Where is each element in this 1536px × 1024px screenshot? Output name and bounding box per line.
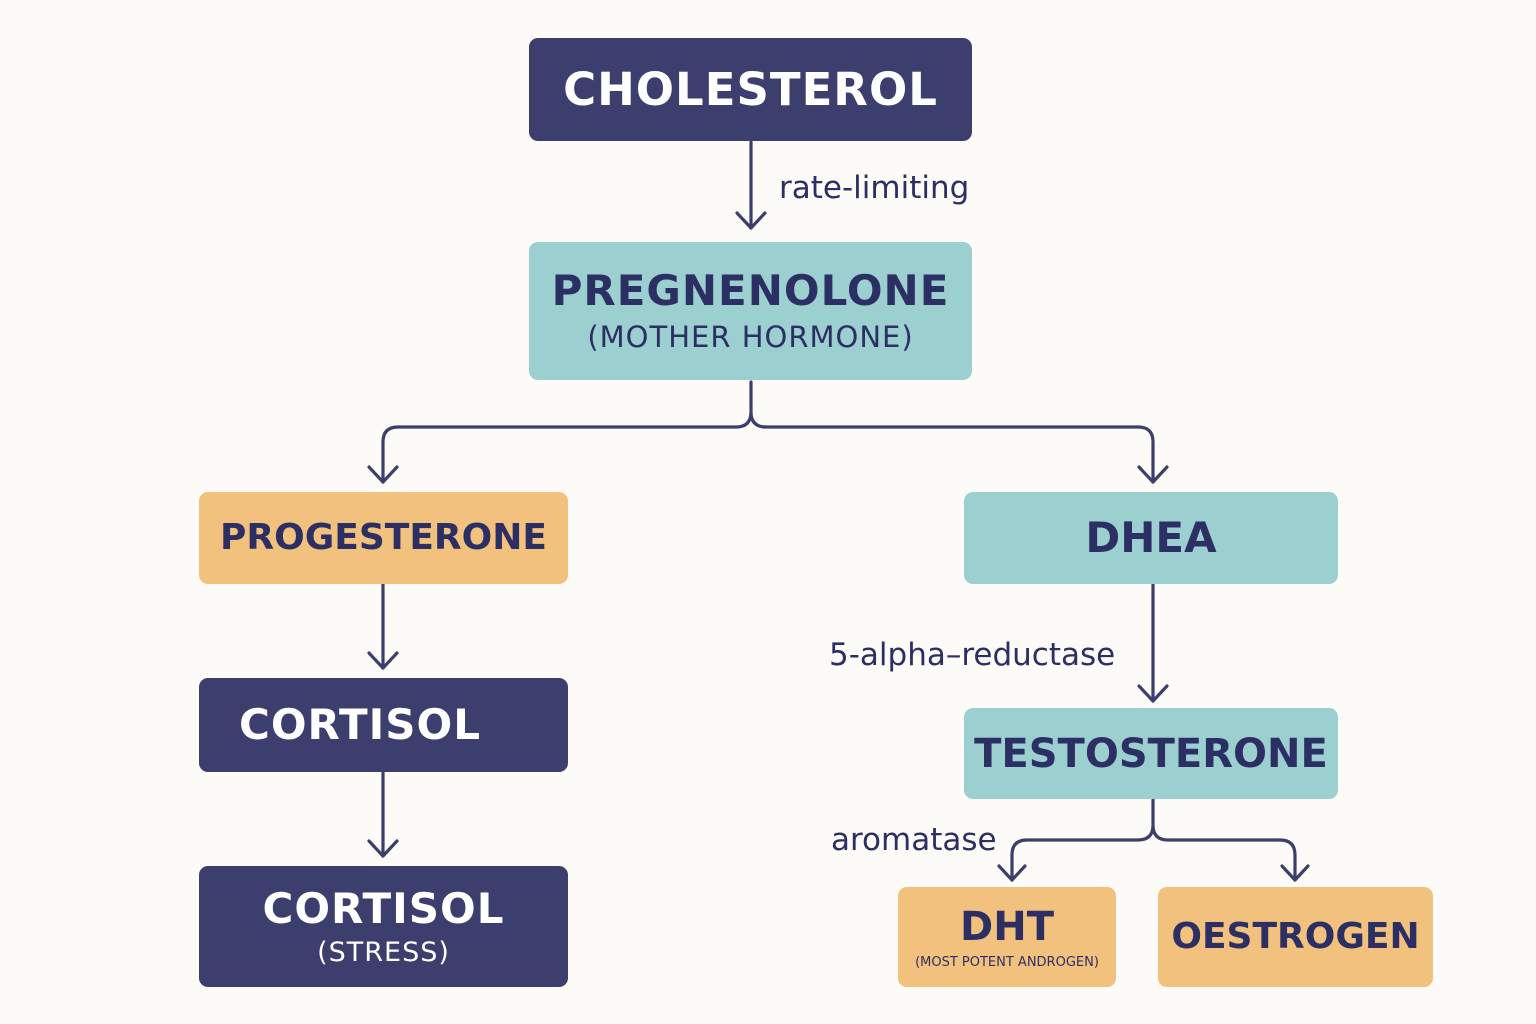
node-pregnenolone-label: PREGNENOLONE: [551, 266, 950, 316]
node-testosterone: TESTOSTERONE: [964, 708, 1338, 799]
node-dht: DHT (MOST POTENT ANDROGEN): [898, 887, 1116, 987]
arrowhead-testosterone: [1137, 684, 1169, 703]
node-cortisol-label: CORTISOL: [239, 699, 481, 749]
arrowhead-cortisol: [367, 651, 399, 670]
arrowhead-cortisol-stress: [367, 839, 399, 858]
node-dhea: DHEA: [964, 492, 1338, 584]
edge-label-aromatase: aromatase: [831, 822, 997, 858]
node-progesterone-label: PROGESTERONE: [220, 517, 547, 559]
branch-pregnenolone: [381, 380, 1155, 484]
node-dhea-label: DHEA: [1085, 512, 1217, 562]
node-dht-label: DHT: [960, 903, 1054, 950]
arrowhead-dht: [997, 864, 1027, 882]
node-cortisol-stress-sublabel: (STRESS): [317, 937, 450, 969]
node-oestrogen-label: OESTROGEN: [1171, 916, 1420, 958]
node-cholesterol: CHOLESTEROL: [529, 38, 972, 141]
node-oestrogen: OESTROGEN: [1158, 887, 1433, 987]
node-progesterone: PROGESTERONE: [199, 492, 568, 584]
node-pregnenolone: PREGNENOLONE (MOTHER HORMONE): [529, 242, 972, 380]
arrowhead-oestrogen: [1280, 864, 1310, 882]
node-cortisol-stress: CORTISOL (STRESS): [199, 866, 568, 987]
node-cortisol-stress-label: CORTISOL: [262, 883, 505, 933]
arrowhead-dhea: [1137, 465, 1169, 484]
node-dht-sublabel: (MOST POTENT ANDROGEN): [915, 954, 1099, 970]
arrowhead-progesterone: [367, 465, 399, 484]
node-pregnenolone-sublabel: (MOTHER HORMONE): [587, 320, 914, 355]
edge-label-5-alpha-reductase: 5-alpha–reductase: [829, 637, 1116, 673]
node-cortisol: CORTISOL: [199, 678, 568, 772]
node-cholesterol-label: CHOLESTEROL: [563, 62, 938, 116]
branch-testosterone: [1010, 798, 1297, 882]
edge-label-rate-limiting: rate-limiting: [779, 170, 970, 206]
arrowhead-pregnenolone: [735, 211, 767, 230]
node-testosterone-label: TESTOSTERONE: [974, 730, 1328, 777]
